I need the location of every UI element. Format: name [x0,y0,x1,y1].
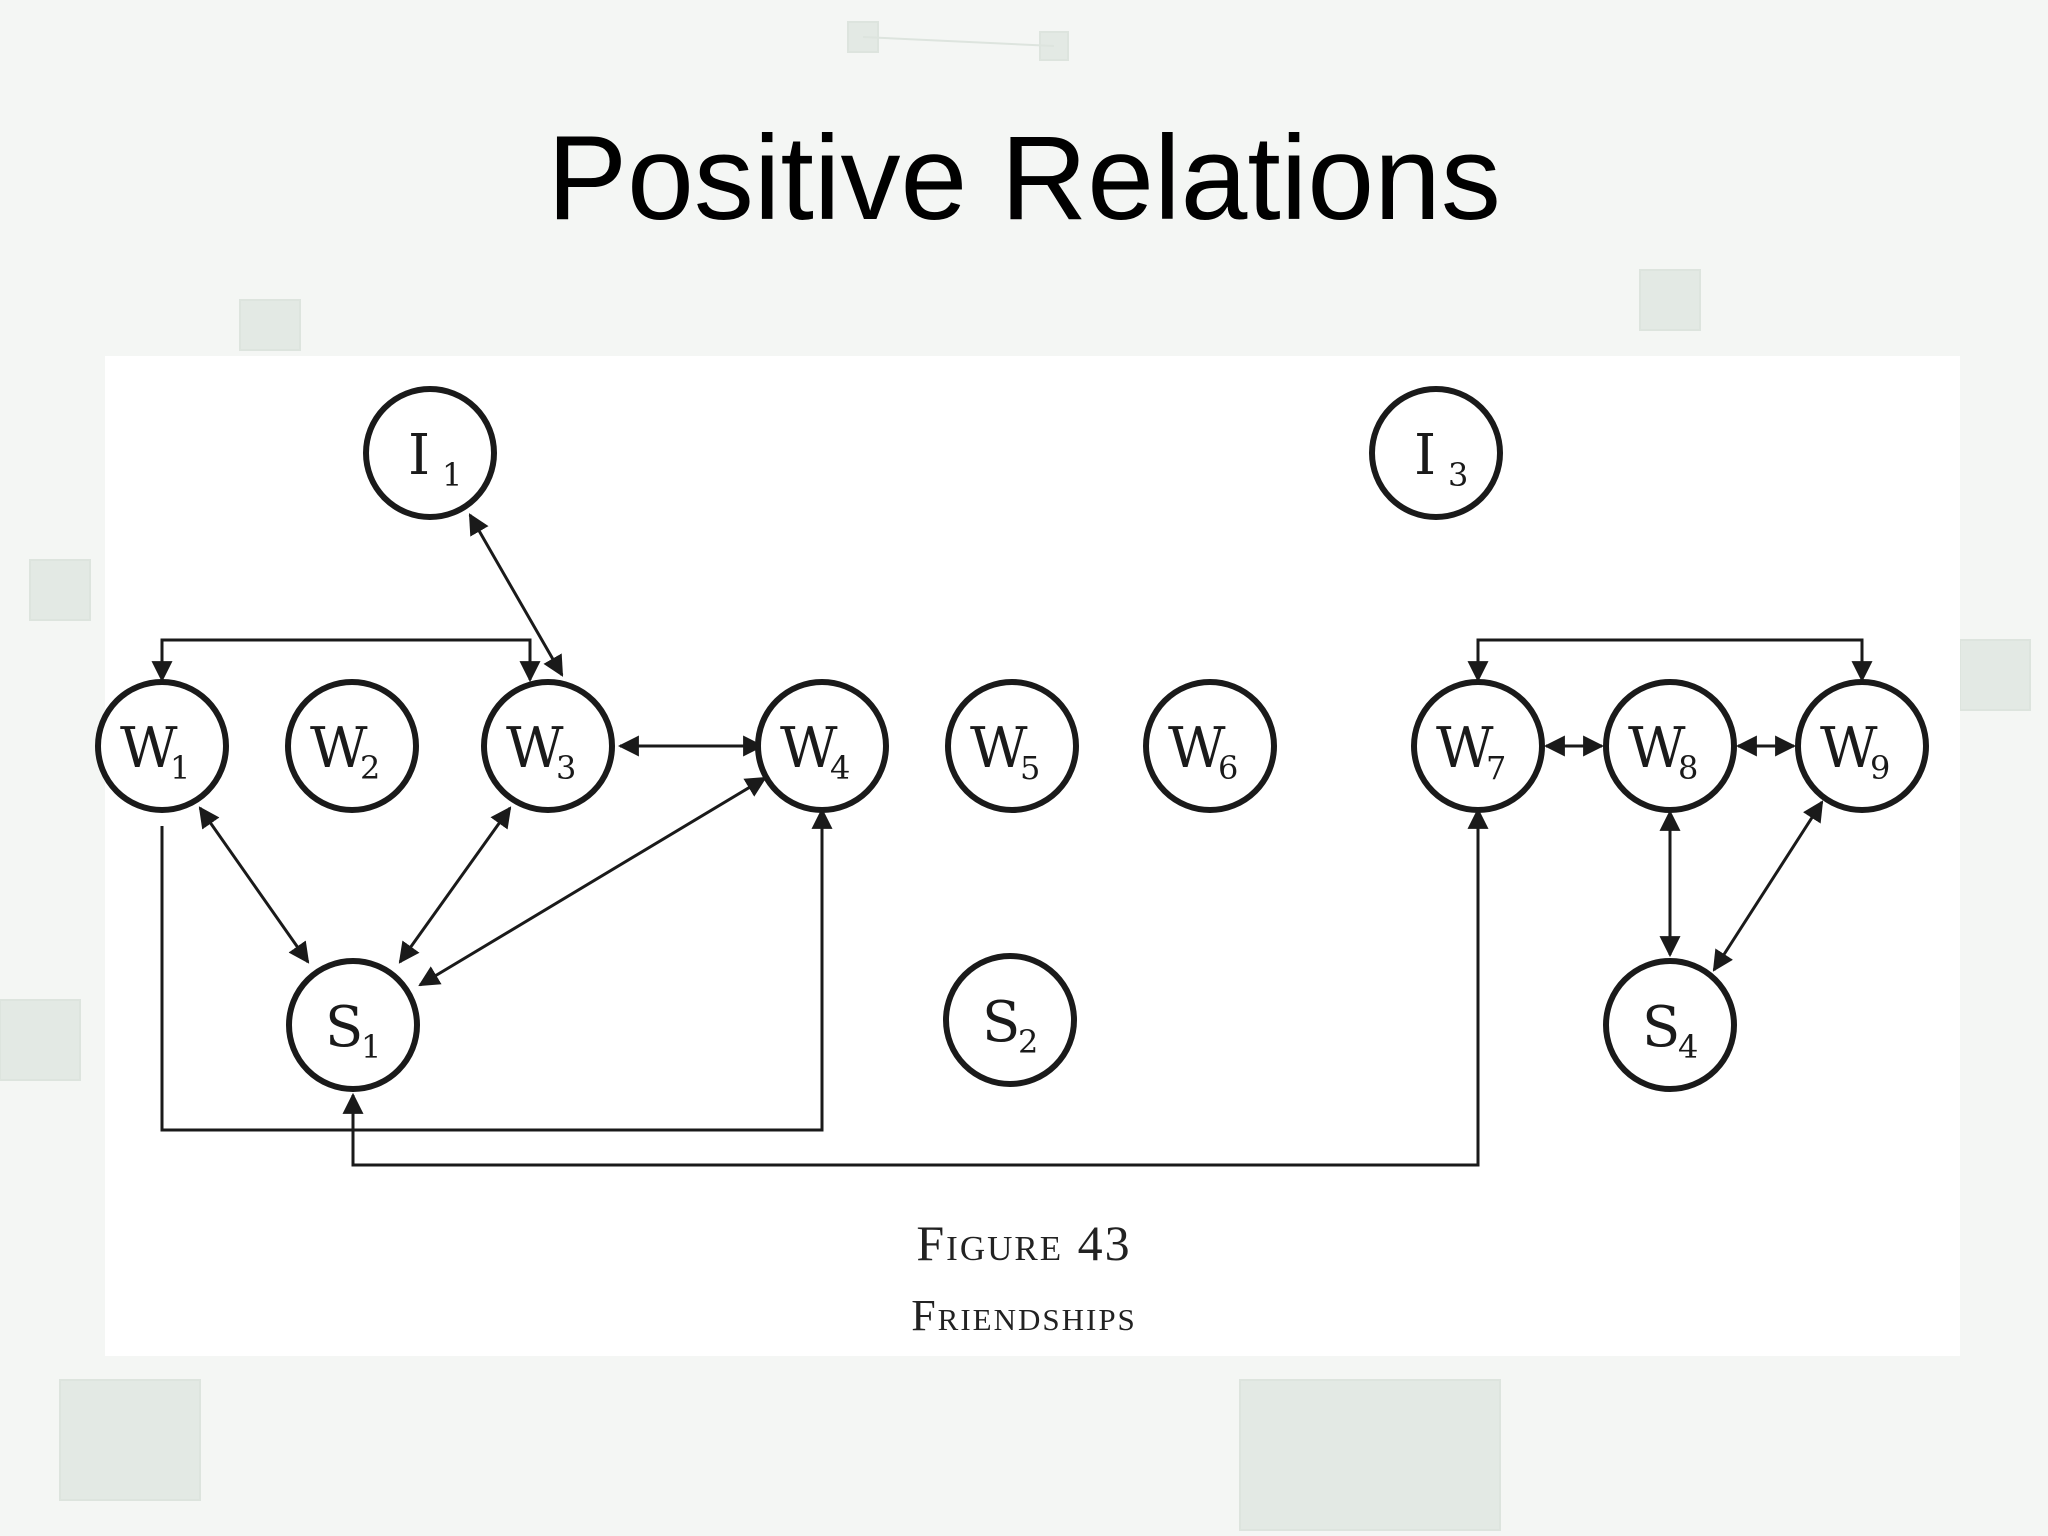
svg-text:2: 2 [360,749,380,787]
svg-text:5: 5 [1020,749,1040,787]
svg-text:W: W [1168,716,1226,781]
node-w3: W 3 [481,679,615,813]
svg-text:3: 3 [556,749,576,787]
svg-text:I: I [408,423,430,488]
node-s2: S 2 [943,953,1077,1087]
svg-text:W: W [120,716,178,781]
node-w4: W 4 [755,679,889,813]
svg-text:W: W [1628,716,1686,781]
svg-text:W: W [310,716,368,781]
svg-text:8: 8 [1678,749,1698,787]
svg-text:S: S [1642,995,1680,1060]
node-i3: I 3 [1369,386,1503,520]
edge-w3-s1 [398,806,512,964]
svg-text:7: 7 [1486,749,1506,787]
node-w1: W 1 [95,679,229,813]
svg-text:S: S [325,995,363,1060]
figure-number: Figure 43 [916,1215,1132,1271]
node-w9: W 9 [1795,679,1929,813]
svg-text:I: I [1414,423,1436,488]
svg-text:4: 4 [830,749,850,787]
svg-text:3: 3 [1448,456,1468,494]
edge-w1-w4 [160,807,833,1132]
svg-text:W: W [970,716,1028,781]
svg-text:4: 4 [1678,1028,1698,1066]
svg-text:1: 1 [361,1028,381,1066]
node-s4: S 4 [1603,958,1737,1092]
node-w6: W 6 [1143,679,1277,813]
svg-text:W: W [506,716,564,781]
svg-text:W: W [780,716,838,781]
node-i1: I 1 [363,386,497,520]
node-w7: W 7 [1411,679,1545,813]
svg-text:W: W [1436,716,1494,781]
node-w2: W 2 [285,679,419,813]
edge-w1-w3 [151,638,541,683]
svg-text:6: 6 [1218,749,1238,787]
svg-text:S: S [982,990,1020,1055]
edge-i1-w3 [468,513,564,677]
node-w5: W 5 [945,679,1079,813]
edge-w1-s1 [198,806,310,964]
edge-w9-s4 [1712,800,1824,972]
edge-w7-w9 [1467,638,1873,683]
svg-text:9: 9 [1870,749,1890,787]
edge-s1-w7 [342,807,1489,1167]
svg-text:2: 2 [1018,1023,1038,1061]
node-w8: W 8 [1603,679,1737,813]
svg-text:W: W [1820,716,1878,781]
node-s1: S 1 [286,958,420,1092]
figure-title: Friendships [911,1291,1137,1340]
svg-text:1: 1 [170,749,190,787]
slide-title: Positive Relations [547,111,1501,245]
edge-w4-s1 [418,776,767,987]
svg-text:1: 1 [442,456,462,494]
